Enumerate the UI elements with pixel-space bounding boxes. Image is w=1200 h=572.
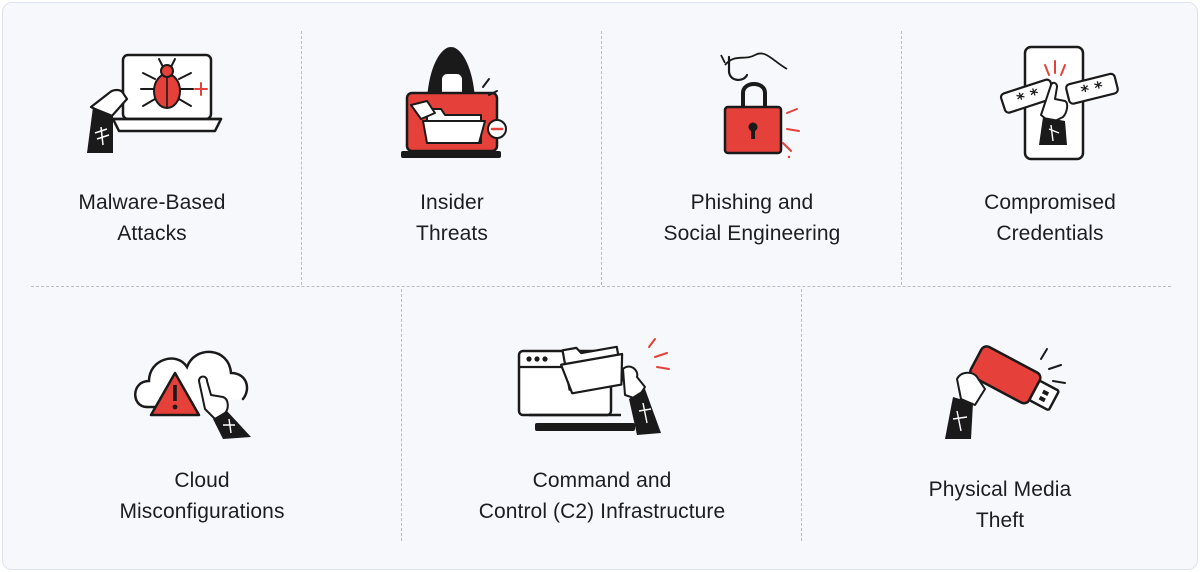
card-label: Command and Control (C2) Infrastructure [403,465,801,527]
cloud-warning-icon [134,350,251,439]
infected-laptop-icon [87,53,223,153]
card-title-line-2: Control (C2) Infrastructure [478,500,726,523]
divider-vertical-1 [301,31,302,285]
svg-text:* *: * * [1079,77,1106,101]
card-malware-attacks: Malware-Based Attacks [3,3,301,286]
card-label: Phishing and Social Engineering [603,187,901,249]
card-title-line-2: Threats [416,222,488,245]
card-title-line-2: Misconfigurations [119,500,285,523]
card-phishing: Phishing and Social Engineering [603,3,901,286]
card-title-line-2: Theft [975,509,1025,532]
card-title-line-1: Physical Media [928,478,1072,501]
divider-vertical-3 [901,31,902,285]
usb-drive-icon [945,345,1066,439]
card-label: Cloud Misconfigurations [3,465,401,527]
phishing-hook-lock-icon [720,52,800,159]
card-label: Compromised Credentials [903,187,1197,249]
card-title-line-1: Command and [532,469,672,492]
divider-vertical-2 [601,31,602,285]
card-title-line-1: Malware-Based [78,191,226,214]
card-label: Insider Threats [303,187,601,249]
divider-vertical-5 [801,289,802,541]
card-command-and-control: Command and Control (C2) Infrastructure [403,289,801,569]
card-title-line-1: Compromised [984,191,1116,214]
hooded-insider-icon [401,47,507,158]
card-title-line-2: Social Engineering [663,222,841,245]
card-insider-threats: Insider Threats [303,3,601,286]
card-compromised-credentials: * * * * Compromised Credentials [903,3,1197,286]
card-title-line-2: Attacks [117,222,187,245]
card-label: Physical Media Theft [803,474,1197,536]
stolen-folder-icon [517,338,670,435]
card-cloud-misconfigurations: Cloud Misconfigurations [3,289,401,569]
password-phone-icon: * * * * [999,45,1119,161]
card-title-line-2: Credentials [996,222,1104,245]
divider-vertical-4 [401,289,402,541]
card-title-line-1: Insider [420,191,484,214]
card-label: Malware-Based Attacks [3,187,301,249]
card-physical-media-theft: Physical Media Theft [803,289,1197,569]
divider-horizontal [31,286,1171,287]
card-title-line-1: Cloud [174,469,230,492]
card-title-line-1: Phishing and [690,191,814,214]
